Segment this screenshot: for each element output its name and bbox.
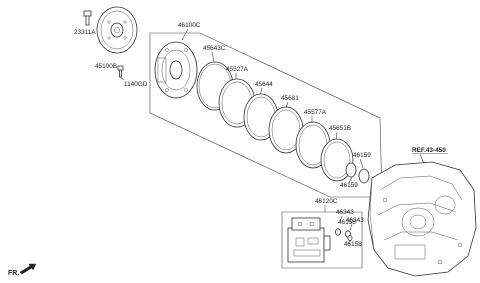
- label-45681: 45681: [281, 95, 299, 102]
- label-45577A: 45577A: [304, 109, 327, 116]
- label-45100B: 45100B: [95, 63, 117, 70]
- label-46343-a: 46343: [336, 209, 354, 216]
- label-45643C: 45643C: [203, 45, 226, 52]
- label-46158-a: 46158: [338, 219, 356, 226]
- o-ring-46343-a-part[interactable]: [335, 228, 341, 236]
- label-1140GD: 1140GD: [124, 81, 148, 88]
- ring-45651B-part[interactable]: [320, 138, 354, 182]
- label-46100C: 46100C: [178, 22, 201, 29]
- label-fr: FR.: [8, 270, 19, 277]
- drive-plate-part[interactable]: [96, 6, 138, 54]
- bolt-part[interactable]: [83, 10, 92, 26]
- label-46343-b: 46343: [346, 217, 364, 224]
- valve-body-part[interactable]: [287, 217, 331, 263]
- oil-pump-part[interactable]: [154, 41, 198, 99]
- o-ring-46159-b-part[interactable]: [358, 168, 370, 184]
- label-46159-bottom: 46159: [340, 182, 358, 189]
- label-45527A: 45527A: [226, 66, 249, 73]
- front-arrow-icon: [19, 263, 37, 275]
- o-ring-46158-part[interactable]: [347, 234, 353, 241]
- label-46158-b: 46158: [344, 241, 362, 248]
- label-45644: 45644: [255, 81, 273, 88]
- label-45651B: 45651B: [329, 125, 351, 132]
- label-46120C: 46120C: [315, 198, 338, 205]
- transmission-housing-part[interactable]: [367, 161, 477, 277]
- o-ring-46159-a-part[interactable]: [345, 162, 357, 178]
- label-46159-top: 46159: [353, 152, 371, 159]
- small-bolt-part[interactable]: [117, 65, 124, 78]
- valve-body-group-box: [281, 211, 363, 269]
- label-ref-43-450: REF.43-450: [412, 147, 446, 154]
- label-23311A: 23311A: [74, 29, 96, 36]
